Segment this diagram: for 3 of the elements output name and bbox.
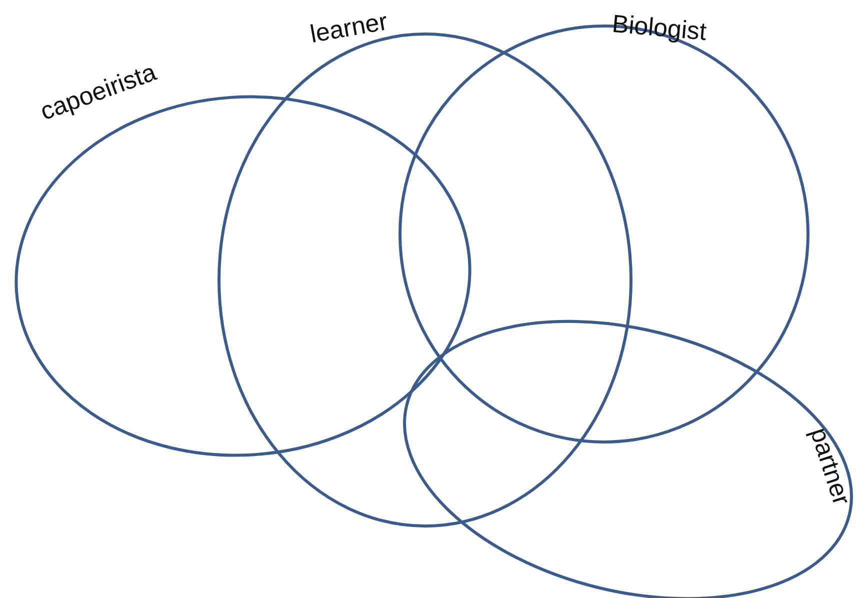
set-label: learner	[308, 7, 390, 50]
set-label: partner	[804, 424, 856, 509]
set-label: Biologist	[610, 10, 708, 48]
